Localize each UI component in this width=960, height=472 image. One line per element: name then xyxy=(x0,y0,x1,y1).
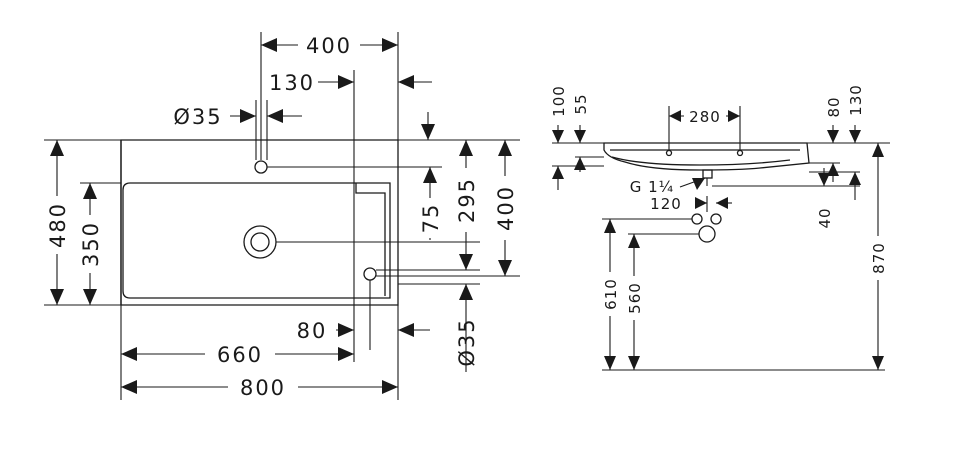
extension-lines xyxy=(44,32,520,400)
label-g114: G 1¼ xyxy=(630,178,674,196)
label-280: 280 xyxy=(689,108,721,126)
label-660: 660 xyxy=(217,343,263,367)
label-350: 350 xyxy=(79,221,103,267)
dim-75: 75 xyxy=(419,167,443,240)
label-870: 870 xyxy=(870,242,888,274)
plan-view: 400 130 Ø35 480 xyxy=(44,32,520,400)
label-120: 120 xyxy=(650,195,682,213)
label-dia35-overflow: Ø35 xyxy=(455,317,479,366)
label-130-side: 130 xyxy=(847,84,865,116)
label-80: 80 xyxy=(297,319,328,343)
label-295: 295 xyxy=(455,177,479,223)
label-55: 55 xyxy=(572,93,590,114)
label-130: 130 xyxy=(269,71,315,95)
label-400-right: 400 xyxy=(494,185,518,231)
dim-130: 130 xyxy=(269,71,432,95)
drain xyxy=(243,225,277,259)
dim-560: 560 xyxy=(625,234,644,370)
arrow-top-edge xyxy=(421,112,435,140)
label-40: 40 xyxy=(816,207,834,228)
dim-350: 350 xyxy=(79,183,103,305)
dim-55: 55 xyxy=(572,93,590,172)
dim-100: 100 xyxy=(550,85,568,190)
label-75: 75 xyxy=(419,203,443,234)
tap-hole xyxy=(254,160,268,174)
dim-130-side: 130 xyxy=(847,84,865,200)
label-480: 480 xyxy=(46,202,70,248)
dim-dia35-tap: Ø35 xyxy=(173,105,302,129)
dim-295: 295 xyxy=(455,140,479,270)
side-extension-lines xyxy=(552,106,890,371)
dim-280: 280 xyxy=(669,106,740,126)
label-610: 610 xyxy=(602,278,620,310)
siphon xyxy=(691,213,722,243)
dim-80: 80 xyxy=(297,319,430,343)
dim-g114: G 1¼ xyxy=(630,177,706,196)
label-560: 560 xyxy=(626,282,644,314)
label-80-side: 80 xyxy=(825,96,843,117)
dim-660: 660 xyxy=(121,341,354,367)
basin-profile xyxy=(603,142,810,186)
dim-400-top: 400 xyxy=(261,32,398,58)
basin-outline xyxy=(120,139,399,306)
overflow-hole xyxy=(363,267,377,281)
dim-800: 800 xyxy=(121,374,398,400)
side-view: 100 55 280 80 xyxy=(550,84,890,371)
dim-40: 40 xyxy=(816,168,834,229)
dim-400-right: 400 xyxy=(494,140,518,276)
label-400-top: 400 xyxy=(306,34,352,58)
dim-120: 120 xyxy=(650,195,732,213)
dim-870: 870 xyxy=(869,143,888,370)
label-dia35-tap: Ø35 xyxy=(173,105,222,129)
label-800: 800 xyxy=(240,376,286,400)
label-100: 100 xyxy=(550,85,568,117)
dim-610: 610 xyxy=(601,219,620,370)
dim-80-side: 80 xyxy=(825,96,843,182)
dim-dia35-overflow: Ø35 xyxy=(455,284,479,372)
dim-480: 480 xyxy=(46,140,70,305)
